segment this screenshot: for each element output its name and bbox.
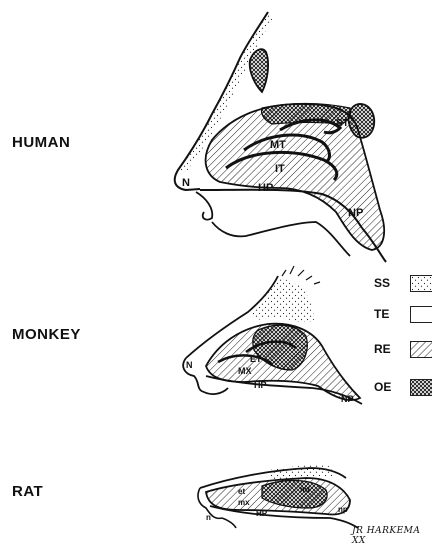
rat-label-np: np bbox=[338, 505, 348, 514]
human-frontal-sinus bbox=[250, 49, 268, 92]
human-label-np: NP bbox=[348, 207, 363, 219]
human-label-st: ST bbox=[336, 118, 349, 129]
monkey-skin-stipple bbox=[248, 276, 314, 322]
human-label-hp: HP bbox=[258, 182, 273, 194]
artist-signature: JR HARKEMA XX bbox=[352, 526, 432, 546]
human-nasal-diagram: ST MT IT HP NP N bbox=[175, 12, 386, 262]
monkey-label-np: NP bbox=[341, 394, 354, 404]
monkey-label-n: N bbox=[186, 360, 193, 370]
rat-label-n: n bbox=[206, 513, 211, 522]
human-upper-lip bbox=[196, 192, 212, 220]
human-lower-jaw bbox=[212, 222, 350, 256]
monkey-label-mx: MX bbox=[238, 366, 252, 376]
rat-nasal-diagram: et mt mx HP np n bbox=[198, 465, 358, 528]
monkey-label-et: ET bbox=[250, 354, 262, 364]
rat-label-mx: mx bbox=[238, 498, 250, 507]
human-label-mt: MT bbox=[270, 139, 286, 151]
human-label-n: N bbox=[182, 177, 190, 189]
human-label-it: IT bbox=[275, 163, 285, 175]
human-nasal-cavity bbox=[206, 104, 385, 250]
monkey-label-hp: HP bbox=[254, 380, 267, 390]
rat-label-hp: HP bbox=[256, 509, 268, 518]
rat-label-mt: mt bbox=[300, 485, 310, 494]
rat-label-et: et bbox=[238, 487, 245, 496]
monkey-nasal-diagram: ET MX HP NP N bbox=[183, 266, 362, 404]
